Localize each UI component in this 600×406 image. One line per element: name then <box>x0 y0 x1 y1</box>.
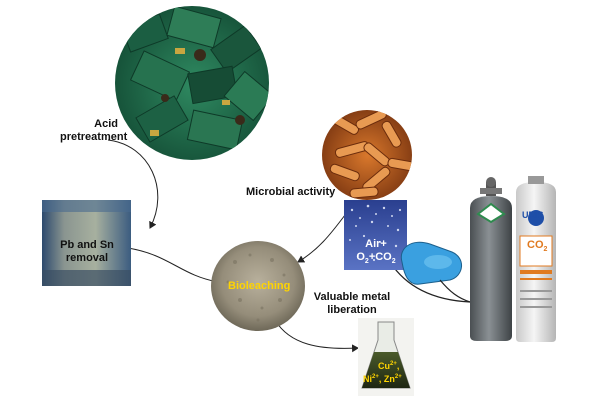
co2-sub: 2 <box>391 258 396 266</box>
ni-text: Ni <box>363 374 372 384</box>
cu-sup: 2+ <box>390 361 397 367</box>
ni-sup: 2+ <box>372 374 379 380</box>
can-gas-sub: 2 <box>543 246 548 254</box>
can-gas-label: CO2 <box>527 239 547 253</box>
air-line: Air+ <box>365 238 387 250</box>
acid-label-line2: pretreatment <box>60 131 128 143</box>
microbial-activity-label: Microbial activity <box>246 186 336 198</box>
cu-ion-label: Cu2+, <box>378 361 400 371</box>
pb-sn-line1: Pb and Sn <box>60 239 114 251</box>
valuable-metal-label: Valuable metal liberation <box>304 291 400 317</box>
cu-text: Cu <box>378 361 390 371</box>
valuable-metal-line1: Valuable metal <box>313 291 391 303</box>
acid-pretreatment-label: Acid pretreatment <box>60 118 128 144</box>
co2-text: +CO <box>368 251 392 263</box>
pb-sn-line2: removal <box>65 252 109 264</box>
arrow-bioleaching-to-flask <box>274 319 359 353</box>
arrow-beaker-to-bioleaching <box>127 247 219 285</box>
zn-text: Zn <box>383 374 395 384</box>
arrow-microbial-to-bioleaching <box>297 214 346 263</box>
ni-zn-ion-label: Ni2+, Zn2+ <box>363 374 402 384</box>
o2-sub: 2 <box>364 258 369 266</box>
o2-text: O <box>356 251 365 263</box>
pb-sn-removal-label: Pb and Sn removal <box>50 239 124 265</box>
air-gas-label: Air+ O2+CO2 <box>346 238 406 268</box>
can-gas-text: CO <box>527 239 544 251</box>
bioleaching-label: Bioleaching <box>228 280 291 292</box>
valuable-metal-line2: liberation <box>327 304 377 316</box>
gas-line: O2+CO2 <box>346 251 406 268</box>
zn-sup: 2+ <box>394 374 402 380</box>
arrow-acid-to-beaker <box>107 139 159 229</box>
acid-label-line1: Acid <box>94 118 118 130</box>
can-brand-label: URIS <box>522 210 544 220</box>
